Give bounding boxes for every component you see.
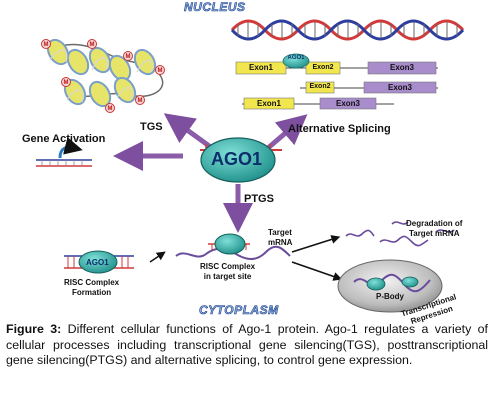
exon-label: Exon1: [256, 99, 281, 108]
exon-label: Exon3: [335, 99, 360, 108]
label-risc-formation: RISC Complex Formation: [64, 278, 120, 297]
label-ptgs: PTGS: [244, 193, 274, 205]
label-target-mrna: Target mRNA: [268, 228, 293, 247]
caption-text: Different cellular functions of Ago-1 pr…: [6, 322, 488, 367]
caption-label: Figure 3:: [6, 322, 62, 336]
svg-text:M: M: [158, 68, 163, 74]
ago1-splicing-label: AGO1: [287, 55, 305, 61]
transcription-start-arrow-icon: [58, 137, 83, 159]
arrow-risc-to-target: [149, 251, 166, 263]
exon-label: Exon3: [387, 83, 412, 92]
ago1-splicing-protein: [282, 53, 310, 69]
exon-label: Exon3: [389, 63, 414, 72]
dna-double-helix: [230, 19, 465, 41]
label-risc-target-site: RISC Complex in target site: [200, 262, 256, 281]
svg-text:M: M: [108, 106, 113, 112]
exon-label: Exon1: [248, 63, 273, 72]
svg-text:M: M: [90, 42, 95, 48]
splice-row-2: [300, 81, 438, 94]
arrow-to-degradation: [291, 235, 341, 253]
methylation-marks: M M M M M M M: [41, 39, 165, 113]
splice-row-3: [242, 97, 394, 110]
label-tgs: TGS: [140, 121, 163, 133]
exon-label: Exon2: [312, 64, 334, 71]
risc-formation: [64, 250, 134, 274]
svg-text:M: M: [138, 98, 143, 104]
svg-text:M: M: [64, 80, 69, 86]
gene-activation-dna: [36, 137, 92, 167]
pathway-arrows: [113, 113, 308, 233]
region-label-cytoplasm: CYTOPLASM: [199, 303, 279, 318]
ago1-central-label: AGO1: [211, 149, 263, 169]
svg-text:M: M: [44, 42, 49, 48]
exon-label: Exon2: [309, 83, 331, 90]
arrow-to-p-body: [291, 261, 343, 281]
label-p-body: P-Body: [376, 292, 404, 301]
ago1-risc-label: AGO1: [86, 258, 109, 267]
label-gene-activation: Gene Activation: [22, 133, 106, 145]
arrow-alternative-splicing: [266, 114, 308, 150]
degraded-mrna-fragments: [345, 221, 455, 247]
svg-text:M: M: [126, 54, 131, 60]
ago1-central: [200, 137, 282, 183]
arrow-tgs: [163, 113, 214, 151]
p-body: [337, 259, 443, 313]
figure-caption: Figure 3: Different cellular functions o…: [6, 322, 488, 369]
region-label-nucleus: NUCLEUS: [184, 0, 246, 14]
label-degradation: Degradation of Target mRNA: [406, 219, 463, 238]
splice-row-1: [235, 53, 438, 75]
label-alternative-splicing: Alternative Splicing: [288, 123, 391, 135]
risc-target-site: [175, 233, 291, 260]
